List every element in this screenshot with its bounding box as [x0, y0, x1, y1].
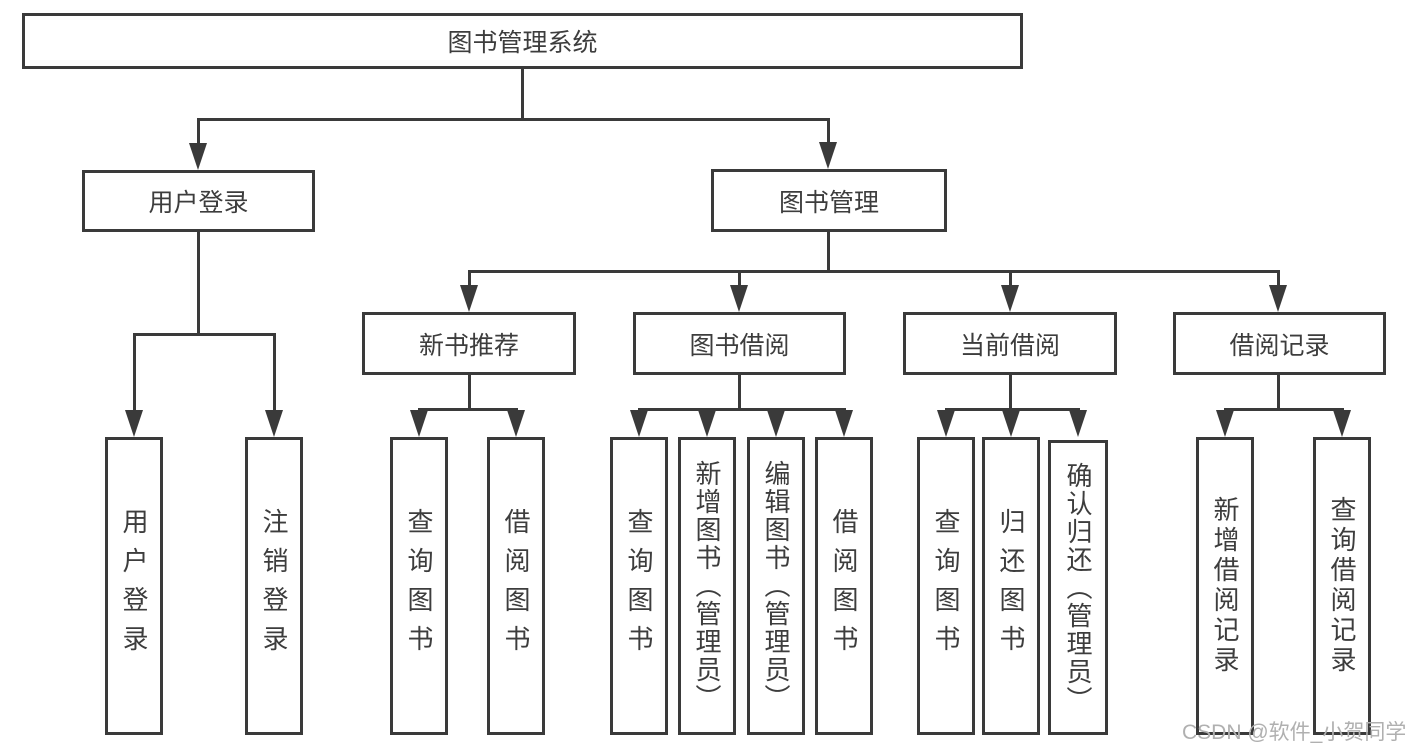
- leaf-query-borrow-record-label: 查询借阅记录: [1327, 496, 1357, 676]
- leaf-query-books-recommend: 查询图书: [390, 437, 448, 735]
- leaf-logout-login: 注销登录: [245, 437, 303, 735]
- connector-user-login-stem: [197, 231, 200, 335]
- connector-current-borrow-stem: [1009, 374, 1012, 410]
- arrow-down-icon: [767, 410, 785, 437]
- arrow-down-icon: [698, 410, 716, 437]
- connector-current-borrow-bar: [945, 408, 1080, 411]
- arrow-down-icon: [507, 410, 525, 437]
- leaf-borrow-books-borrowing-label: 借阅图书: [829, 508, 859, 664]
- arrow-down-icon: [630, 410, 648, 437]
- leaf-return-books-label: 归还图书: [996, 508, 1026, 664]
- leaf-add-borrow-record: 新增借阅记录: [1196, 437, 1254, 735]
- arrow-down-icon: [410, 410, 428, 437]
- leaf-logout-login-label: 注销登录: [259, 508, 289, 664]
- leaf-query-borrow-record: 查询借阅记录: [1313, 437, 1371, 735]
- connector-new-book-bar: [418, 408, 518, 411]
- connector-root-stem: [521, 68, 524, 120]
- arrow-down-icon: [1269, 285, 1287, 312]
- connector-level2-bar: [197, 118, 830, 121]
- connector-stem-current-borrow: [1009, 272, 1012, 287]
- node-new-book-recommendation-label: 新书推荐: [418, 331, 519, 360]
- node-current-borrowing-label: 当前借阅: [959, 331, 1060, 360]
- connector-stem-new-book: [468, 272, 471, 287]
- connector-stem-book-borrow: [738, 272, 741, 287]
- connector-new-book-stem: [468, 374, 471, 410]
- leaf-add-books-admin-label: 新增图书（管理员）: [692, 460, 722, 712]
- arrow-down-icon: [835, 410, 853, 437]
- node-new-book-recommendation: 新书推荐: [362, 312, 576, 375]
- node-borrowing-records-label: 借阅记录: [1229, 331, 1330, 360]
- leaf-query-books-current: 查询图书: [917, 437, 975, 735]
- connector-level3-bar: [468, 270, 1280, 273]
- connector-stem-borrow-record: [1277, 272, 1280, 287]
- leaf-user-login: 用户登录: [105, 437, 163, 735]
- connector-stem-book-management: [827, 120, 830, 144]
- arrow-down-icon: [1001, 285, 1019, 312]
- node-book-management: 图书管理: [711, 169, 947, 232]
- leaf-borrow-books-recommend: 借阅图书: [487, 437, 545, 735]
- node-user-login: 用户登录: [82, 170, 315, 232]
- watermark: CSDN @软件_小贺同学: [1182, 721, 1405, 744]
- connector-book-management-stem: [827, 231, 830, 273]
- leaf-add-borrow-record-label: 新增借阅记录: [1210, 496, 1240, 676]
- arrow-down-icon: [937, 410, 955, 437]
- leaf-add-books-admin: 新增图书（管理员）: [678, 437, 736, 735]
- arrow-down-icon: [265, 410, 283, 437]
- connector-user-login-child2-stem: [273, 335, 276, 412]
- leaf-confirm-return-admin: 确认归还（管理员）: [1048, 440, 1108, 735]
- arrow-down-icon: [1333, 410, 1351, 437]
- node-library-management-system: 图书管理系统: [22, 13, 1023, 69]
- node-book-borrowing: 图书借阅: [633, 312, 846, 375]
- node-book-management-label: 图书管理: [778, 188, 879, 217]
- connector-book-borrow-stem: [738, 374, 741, 410]
- connector-user-login-bar: [133, 333, 276, 336]
- arrow-down-icon: [819, 142, 837, 169]
- leaf-confirm-return-admin-label: 确认归还（管理员）: [1063, 461, 1093, 714]
- arrow-down-icon: [1069, 410, 1087, 437]
- node-user-login-label: 用户登录: [148, 189, 249, 217]
- leaf-edit-books-admin: 编辑图书（管理员）: [747, 437, 805, 735]
- arrow-down-icon: [125, 410, 143, 437]
- leaf-user-login-label: 用户登录: [119, 508, 149, 664]
- connector-borrow-record-stem: [1277, 374, 1280, 410]
- leaf-query-books-borrowing: 查询图书: [610, 437, 668, 735]
- leaf-return-books: 归还图书: [982, 437, 1040, 735]
- leaf-borrow-books-borrowing: 借阅图书: [815, 437, 873, 735]
- node-book-borrowing-label: 图书借阅: [689, 331, 790, 360]
- leaf-query-books-recommend-label: 查询图书: [404, 508, 434, 664]
- arrow-down-icon: [1002, 410, 1020, 437]
- connector-user-login-child1-stem: [133, 335, 136, 412]
- connector-borrow-record-bar: [1224, 408, 1344, 411]
- leaf-borrow-books-recommend-label: 借阅图书: [501, 508, 531, 664]
- leaf-query-books-borrowing-label: 查询图书: [624, 508, 654, 664]
- arrow-down-icon: [189, 143, 207, 170]
- connector-book-borrow-bar: [638, 408, 846, 411]
- leaf-query-books-current-label: 查询图书: [931, 508, 961, 664]
- node-library-management-system-label: 图书管理系统: [447, 29, 598, 57]
- node-borrowing-records: 借阅记录: [1173, 312, 1386, 375]
- node-current-borrowing: 当前借阅: [903, 312, 1117, 375]
- leaf-edit-books-admin-label: 编辑图书（管理员）: [761, 460, 791, 712]
- arrow-down-icon: [460, 285, 478, 312]
- connector-stem-user-login: [197, 120, 200, 145]
- arrow-down-icon: [730, 285, 748, 312]
- arrow-down-icon: [1216, 410, 1234, 437]
